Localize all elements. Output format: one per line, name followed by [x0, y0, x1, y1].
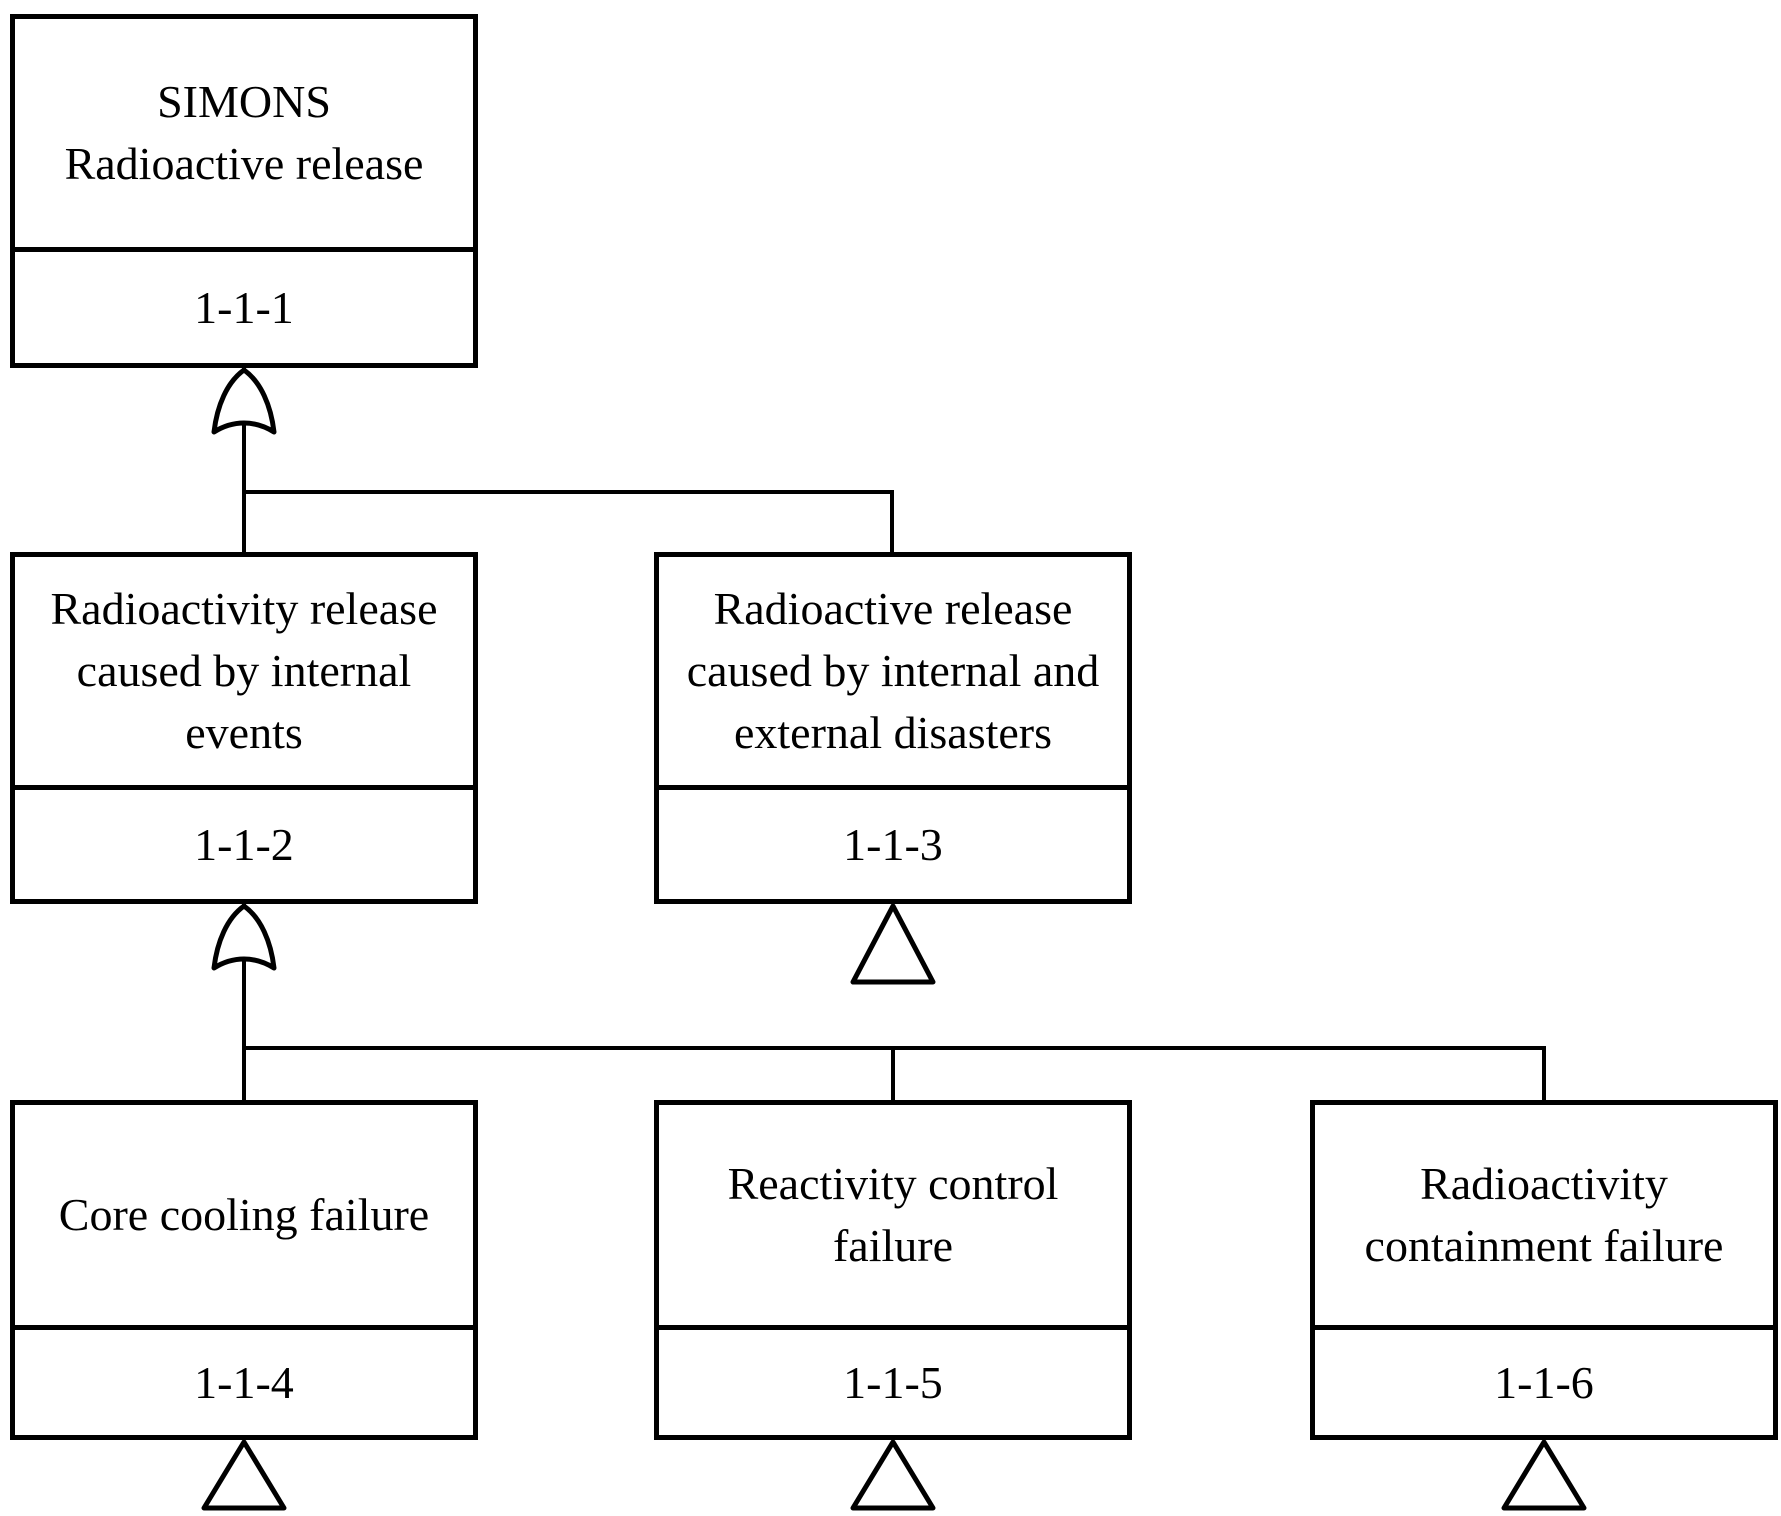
event-code: 1-1-3: [659, 785, 1127, 899]
transfer-triangle-icon: [1501, 1439, 1587, 1511]
event-title: Reactivity control failure: [727, 1157, 1059, 1271]
event-code: 1-1-5: [659, 1325, 1127, 1435]
event-code: 1-1-6: [1315, 1325, 1773, 1435]
transfer-triangle-icon: [850, 903, 936, 985]
event-title: Core cooling failure: [58, 1188, 430, 1240]
event-box-1-1-3: Radioactive release caused by internal a…: [654, 552, 1132, 904]
or-gate-icon: [211, 367, 277, 435]
event-box-1-1-4: Core cooling failure 1-1-4: [10, 1100, 478, 1440]
event-box-1-1-1: SIMONS Radioactive release 1-1-1: [10, 14, 478, 368]
event-code: 1-1-4: [15, 1325, 473, 1435]
event-title: Radioactivity release caused by internal…: [50, 582, 438, 759]
transfer-triangle-icon: [850, 1439, 936, 1511]
event-code: 1-1-2: [15, 785, 473, 899]
event-box-1-1-6: Radioactivity containment failure 1-1-6: [1310, 1100, 1778, 1440]
event-title: SIMONS Radioactive release: [64, 75, 424, 189]
transfer-triangle-icon: [201, 1439, 287, 1511]
event-box-1-1-5: Reactivity control failure 1-1-5: [654, 1100, 1132, 1440]
event-code: 1-1-1: [15, 247, 473, 363]
event-title: Radioactive release caused by internal a…: [686, 582, 1100, 759]
event-box-1-1-2: Radioactivity release caused by internal…: [10, 552, 478, 904]
or-gate-icon: [211, 903, 277, 971]
event-title: Radioactivity containment failure: [1364, 1157, 1724, 1271]
